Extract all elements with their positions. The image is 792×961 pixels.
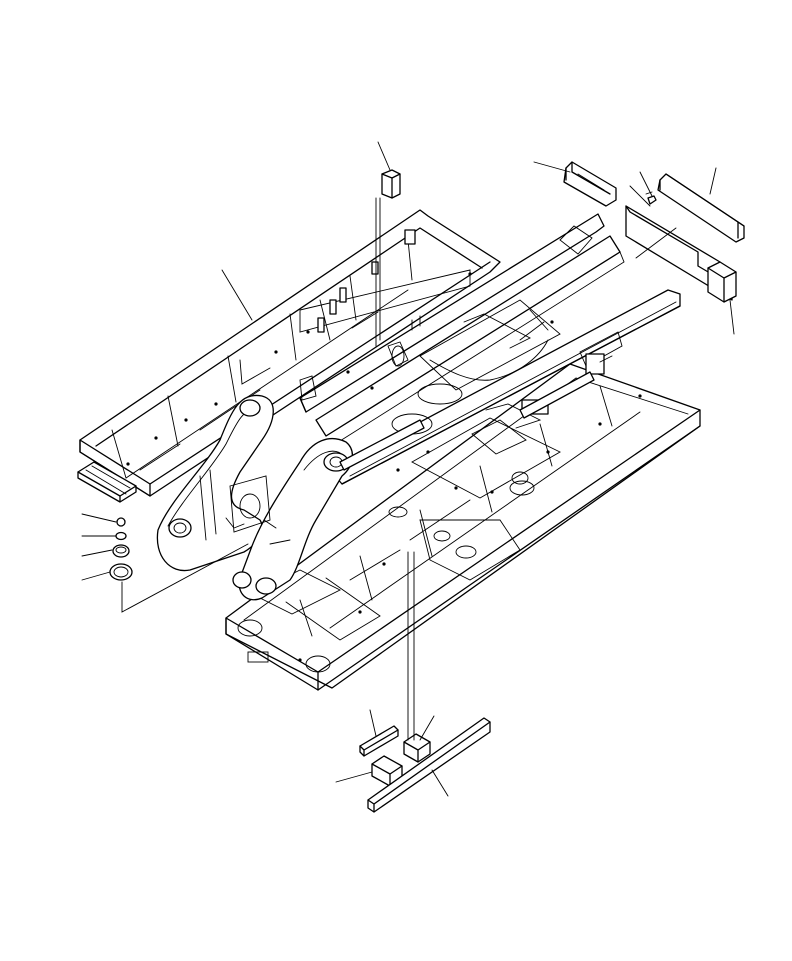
callout-top-bolt-a [629, 185, 651, 207]
callout-bottom-strip [369, 709, 377, 737]
callout-left-deck [221, 269, 253, 321]
bottom-long-bar [367, 717, 491, 813]
left-cap [112, 544, 130, 558]
main-frame [299, 213, 681, 485]
callout-bottom-block-front [335, 771, 373, 783]
top-right-bar [657, 173, 745, 243]
left-bolt [116, 517, 126, 527]
callout-leaders [81, 141, 735, 797]
callout-top-bar [709, 167, 717, 195]
callout-left-bolt [81, 513, 117, 523]
callout-top-block [729, 299, 735, 335]
bottom-block-rear [403, 733, 431, 763]
callout-top-bolt-b [639, 171, 653, 197]
bottom-vertical-leader [407, 551, 415, 741]
top-right-bolt [645, 191, 657, 205]
left-deck [79, 209, 501, 497]
bottom-strip [359, 725, 399, 757]
callout-bottom-block-rear [419, 715, 435, 741]
boom-bracket [156, 375, 353, 601]
callout-left-seal [81, 571, 111, 581]
top-center-block [375, 169, 401, 347]
left-step [77, 461, 137, 503]
callout-bottom-bar [431, 769, 449, 797]
counterweight-rail [339, 371, 595, 471]
right-deck [225, 363, 701, 691]
callout-top-plate [635, 227, 677, 259]
top-right-channel [563, 161, 617, 207]
top-right-block [707, 261, 737, 303]
bolt-holes [126, 272, 642, 662]
callout-top-channel [533, 161, 571, 173]
callout-top-center [377, 141, 391, 171]
callout-left-cap [81, 549, 113, 557]
left-washer [115, 531, 127, 541]
left-seal [109, 563, 133, 581]
left-parts-leader [121, 543, 249, 613]
